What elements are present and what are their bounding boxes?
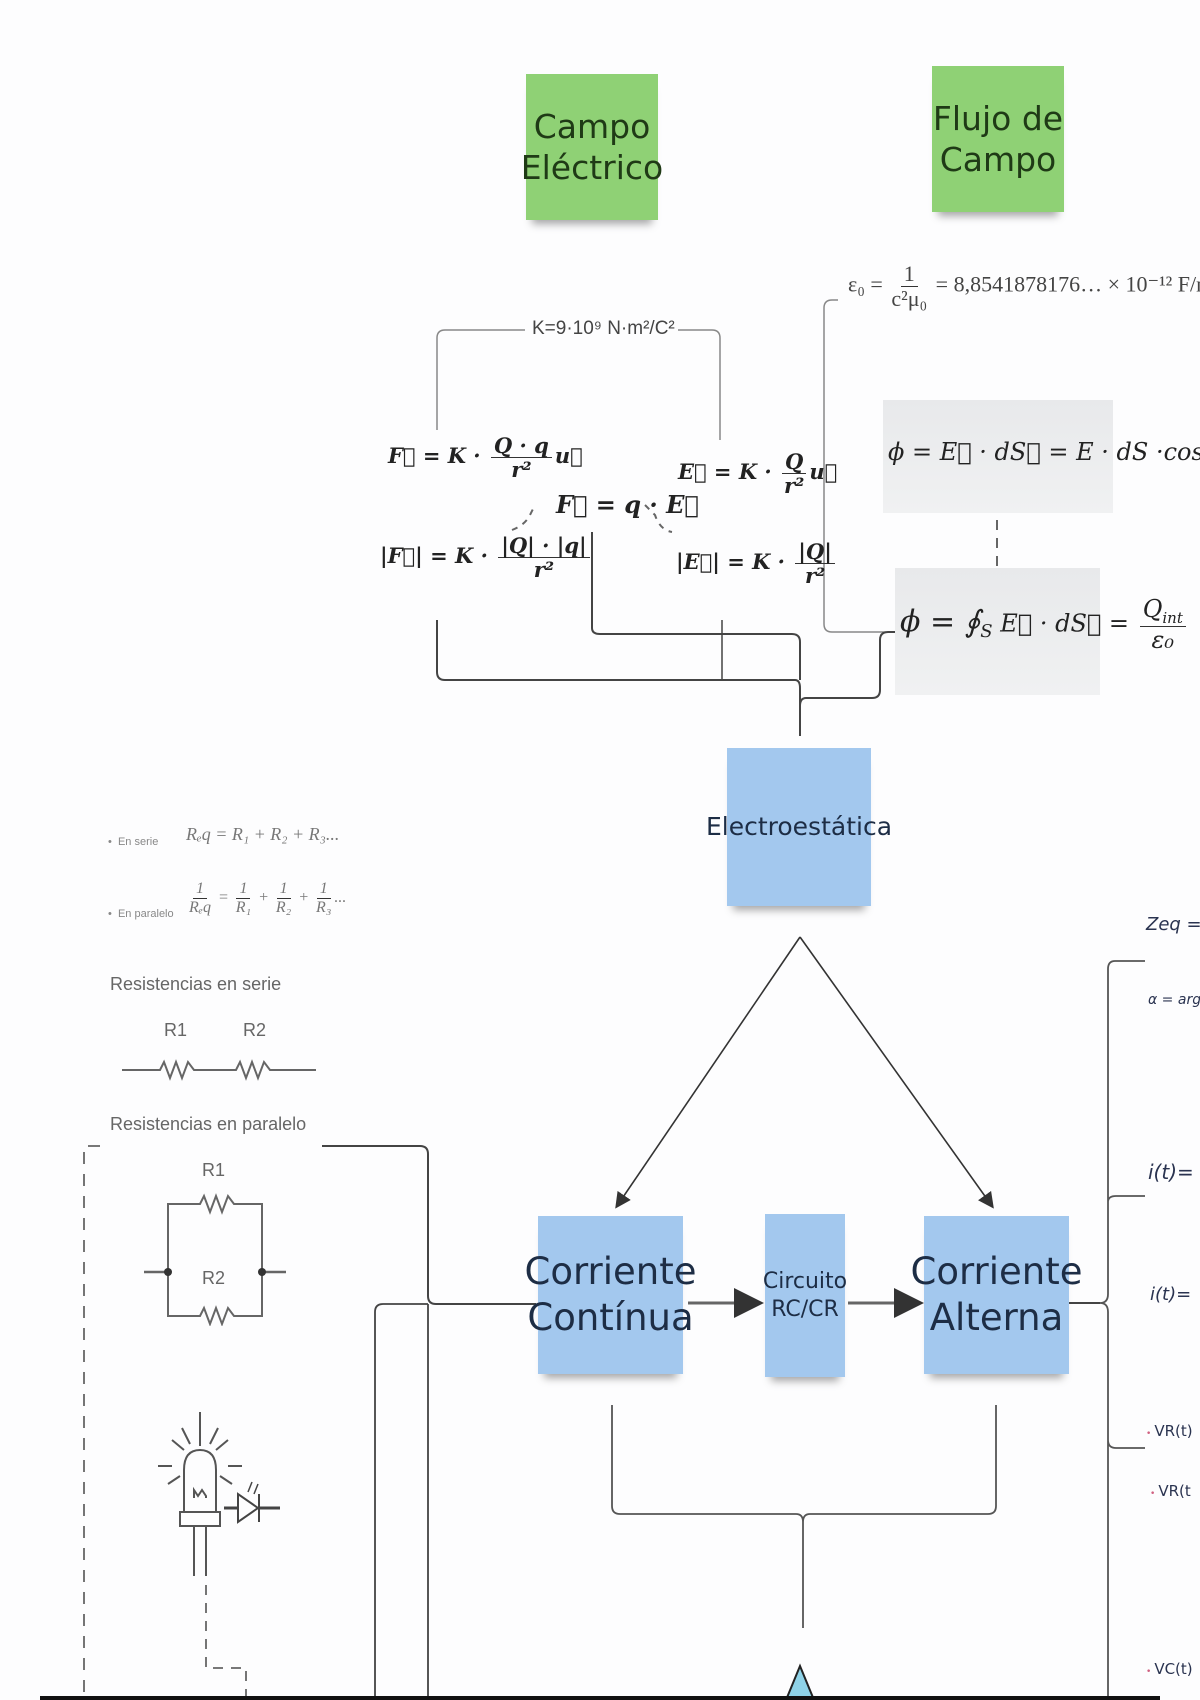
series-formula-row: • En serie Rₑq = R₁ + R₂ + R₃...: [108, 824, 339, 849]
parallel-r2-label: R2: [202, 1268, 226, 1288]
formula-flux-dot: ϕ = E⃗ · dS⃗ = E · dS ·cosΘ: [888, 438, 1200, 466]
epsilon-rhs: = 8,8541878176… × 10⁻¹² F/m,: [935, 271, 1200, 297]
arrow-to-continua: [615, 936, 801, 1209]
connector-fqe: [591, 532, 801, 680]
gauss-lhs: ϕ = ∮: [900, 604, 981, 640]
ac-note-alpha: α = arg(: [1148, 992, 1200, 1008]
ac-note-vr-2: •VR(t: [1150, 1482, 1191, 1500]
bottom-bracket: [611, 1405, 997, 1628]
series-resistor-icon: [122, 1059, 316, 1081]
gauss-mid: E⃗ · dS⃗ =: [1000, 609, 1130, 638]
node-circuito-rc[interactable]: Circuito RC/CR: [763, 1214, 847, 1377]
gauss-den: ε₀: [1151, 626, 1175, 655]
force-vector-tail: u⃗: [554, 443, 583, 469]
k-constant-label: K=9·10⁹ N·m²/C²: [532, 318, 675, 339]
ac-note-vc: •VC(t): [1146, 1660, 1193, 1678]
epsilon-lhs: ε₀ =: [848, 271, 883, 297]
gauss-sub: S: [980, 621, 993, 643]
node-corriente-alterna[interactable]: Corriente Alterna: [911, 1216, 1083, 1374]
right-bracket: [1099, 960, 1145, 1700]
ac-note-i-t-2: i(t)=: [1150, 1284, 1192, 1305]
epsilon-bracket: [823, 299, 888, 633]
series-title: Resistencias en serie: [110, 974, 282, 994]
node-electroestatica[interactable]: Electroestática: [706, 748, 892, 906]
connector-force-mag: [436, 620, 801, 736]
series-bullet: • En serie: [108, 836, 159, 848]
node-flujo-campo[interactable]: Flujo de Campo: [932, 66, 1064, 212]
ac-note-vr-1: •VR(t): [1146, 1422, 1193, 1440]
force-vector-lhs: F⃗ = K ·: [388, 443, 481, 469]
node-campo-electrico[interactable]: Campo Eléctrico: [521, 74, 663, 220]
force-mag-num: |Q| · |q|: [498, 534, 590, 559]
parallel-resistor-icon: [144, 1193, 286, 1326]
arrow-to-alterna: [799, 936, 994, 1209]
field-vector-den: r²: [784, 473, 805, 499]
epsilon-den: c²μ₀: [891, 286, 928, 312]
gauss-num: Q: [1142, 595, 1163, 623]
force-vector-num: Q · q: [490, 434, 552, 459]
connector-resistors: [322, 1145, 536, 1305]
led-dashed-branch: [205, 1585, 247, 1700]
gauss-num-sub: int: [1162, 608, 1183, 627]
series-r1-label: R1: [164, 1020, 188, 1040]
diode-symbol-icon: [224, 1481, 280, 1524]
formula-force-qe: F⃗ = q · E⃗: [556, 490, 699, 519]
connector-gauss: [799, 631, 895, 707]
ac-note-zeq: Zeq = √(: [1146, 914, 1200, 935]
formula-force-magnitude: |F⃗| = K · |Q| · |q|r²: [380, 534, 593, 581]
force-mag-den: r²: [533, 557, 555, 583]
epsilon-num: 1: [900, 261, 918, 288]
field-mag-lhs: |E⃗| = K ·: [676, 549, 785, 575]
flux-formula-box: [883, 400, 1113, 513]
parallel-bullet: • En paralelo: [108, 908, 174, 920]
formula-field-magnitude: |E⃗| = K · |Q|r²: [676, 540, 838, 587]
bottom-triangle: [784, 1663, 816, 1700]
ac-note-i-t-1: i(t)=: [1148, 1160, 1194, 1184]
parallel-r1-label: R1: [202, 1160, 226, 1180]
field-mag-den: r²: [804, 563, 826, 589]
node-corriente-continua[interactable]: Corriente Contínua: [525, 1216, 697, 1374]
fqe-dashed-left: [511, 504, 536, 531]
parallel-title: Resistencias en paralelo: [110, 1114, 307, 1134]
field-vector-tail: u⃗: [809, 459, 838, 485]
led-icon: [158, 1412, 242, 1576]
force-mag-lhs: |F⃗| = K ·: [380, 543, 488, 569]
series-r2-label: R2: [243, 1020, 267, 1040]
field-vector-lhs: E⃗ = K ·: [678, 459, 772, 485]
series-formula: Rₑq = R₁ + R₂ + R₃...: [186, 824, 340, 844]
fqe-dashed-right: [644, 504, 673, 533]
k-bracket: [436, 329, 721, 440]
left-dashed-branch: [83, 1145, 100, 1700]
gauss-formula-box: [895, 568, 1100, 695]
connector-left-branch: [374, 1303, 429, 1700]
field-vector-num: Q: [782, 450, 807, 475]
force-vector-den: r²: [511, 457, 532, 483]
bottom-bar: [40, 1696, 1160, 1700]
field-mag-num: |Q|: [795, 540, 835, 565]
